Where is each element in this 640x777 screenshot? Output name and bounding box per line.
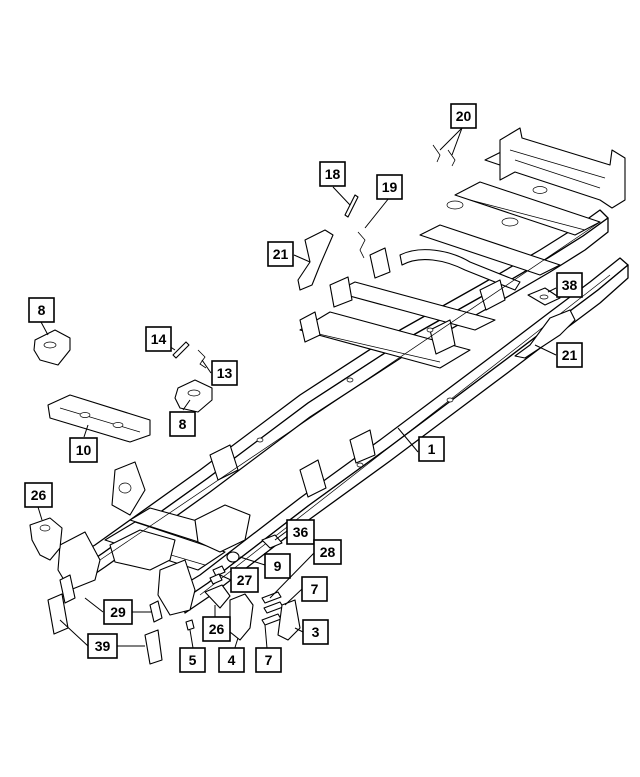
callout-20: 20 xyxy=(450,103,477,129)
callout-39: 39 xyxy=(87,633,118,659)
callout-18-label: 18 xyxy=(325,166,341,182)
callout-4: 4 xyxy=(218,647,245,673)
callout-8-lower: 8 xyxy=(169,411,196,437)
callout-38-label: 38 xyxy=(562,277,578,293)
callout-10: 10 xyxy=(69,437,98,463)
callout-9-label: 9 xyxy=(274,558,282,574)
callout-7-label: 7 xyxy=(311,581,319,597)
callout-5-label: 5 xyxy=(189,652,197,668)
callout-20-label: 20 xyxy=(456,108,472,124)
callout-26-label: 26 xyxy=(31,487,47,503)
callout-39-label: 39 xyxy=(95,638,111,654)
callout-26: 26 xyxy=(24,482,53,508)
callout-26-lower: 26 xyxy=(202,616,231,642)
callout-7-lower: 7 xyxy=(255,647,282,673)
callout-14-label: 14 xyxy=(151,331,167,347)
callout-28: 28 xyxy=(313,539,342,565)
callout-8: 8 xyxy=(28,297,55,323)
callout-36-label: 36 xyxy=(293,524,309,540)
callout-21-right: 21 xyxy=(556,342,583,368)
callout-5: 5 xyxy=(179,647,206,673)
callout-1-label: 1 xyxy=(428,441,436,457)
callout-9: 9 xyxy=(264,553,291,579)
callout-8-label: 8 xyxy=(38,302,46,318)
callout-13-label: 13 xyxy=(217,365,233,381)
callout-26-lower-label: 26 xyxy=(209,621,225,637)
callout-7: 7 xyxy=(301,576,328,602)
callout-38: 38 xyxy=(556,272,583,298)
callout-10-label: 10 xyxy=(76,442,92,458)
loose-parts xyxy=(29,144,576,665)
callout-18: 18 xyxy=(319,161,346,187)
callout-3-label: 3 xyxy=(312,624,320,640)
callout-1: 1 xyxy=(418,436,445,462)
frame-assembly xyxy=(57,127,629,616)
callout-21-right-label: 21 xyxy=(562,347,578,363)
callout-21: 21 xyxy=(267,241,294,267)
callout-14: 14 xyxy=(145,326,172,352)
leader-lines xyxy=(37,127,557,661)
callout-21-label: 21 xyxy=(273,246,289,262)
callout-28-label: 28 xyxy=(320,544,336,560)
callout-7-lower-label: 7 xyxy=(265,652,273,668)
callout-27: 27 xyxy=(230,567,259,593)
callout-8-lower-label: 8 xyxy=(179,416,187,432)
callout-29-label: 29 xyxy=(110,604,126,620)
callout-27-label: 27 xyxy=(237,572,253,588)
callout-13: 13 xyxy=(211,360,238,386)
callout-19-label: 19 xyxy=(382,179,398,195)
callout-19: 19 xyxy=(376,174,403,200)
callout-3: 3 xyxy=(302,619,329,645)
callout-36: 36 xyxy=(286,519,315,545)
callout-29: 29 xyxy=(103,599,133,625)
callout-4-label: 4 xyxy=(228,652,236,668)
